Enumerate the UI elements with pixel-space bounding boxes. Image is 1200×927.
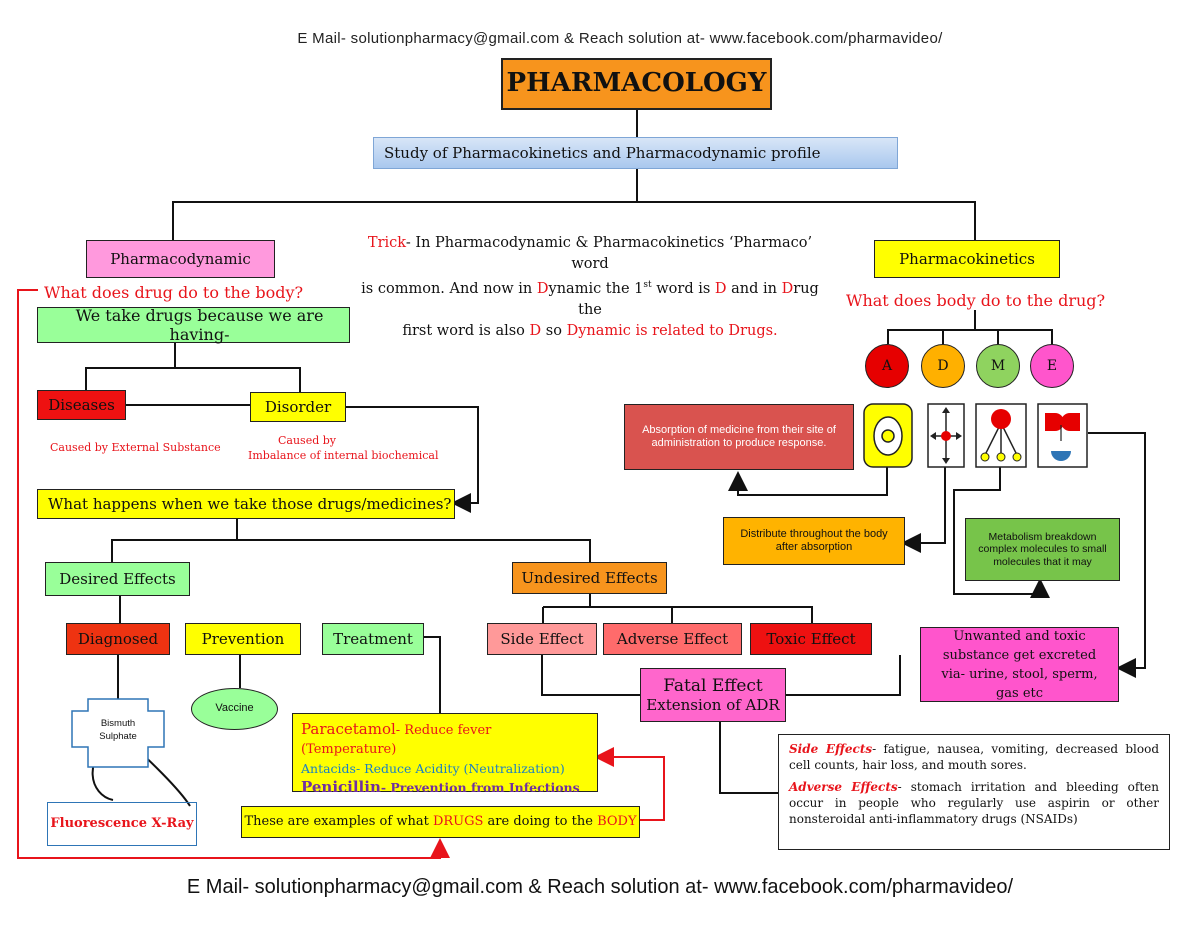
bismuth-cross-shape [71,698,165,768]
adme-circle-a: A [865,344,909,388]
study-banner: Study of Pharmacokinetics and Pharmacody… [373,137,898,169]
examples-note-box: These are examples of what DRUGS are doi… [241,806,640,838]
trick-text-5: and in [726,280,782,297]
header-email: E Mail- solutionpharmacy@gmail.com & Rea… [297,30,943,47]
adverse-effects-text: - stomach irritation and bleeding often … [789,780,1160,826]
trick-text-1: - In Pharmacodynamic & Pharmacokinetics … [405,235,813,272]
toxic-effect-box: Toxic Effect [750,623,872,655]
trick-d5: Dynamic is related to Drugs. [566,322,778,339]
penicillin-name: Penicillin [301,778,381,796]
distribute-box: Distribute throughout the body after abs… [723,517,905,565]
excretion-pieces-icon [1037,403,1088,468]
trick-d4: D [529,322,542,339]
effects-note-box: Side Effects- fatigue, nausea, vomiting,… [778,734,1170,850]
examples-drugs: DRUGS [432,814,484,830]
adme-circle-d: D [921,344,965,388]
absorption-cell-icon [863,403,913,468]
adme-circle-m: M [976,344,1020,388]
antacids-line: Antacids- Reduce Acidity (Neutralization… [301,761,565,776]
metabolism-box: Metabolism breakdown complex molecules t… [965,518,1120,581]
absorption-box: Absorption of medicine from their site o… [624,404,854,470]
fatal-line-2: Extension of ADR [646,696,780,715]
footer-email: E Mail- solutionpharmacy@gmail.com & Rea… [186,876,1014,898]
desired-effects-box: Desired Effects [45,562,190,596]
page-title: PHARMACOLOGY [501,58,772,110]
trick-note: Trick- In Pharmacodynamic & Pharmacokine… [355,233,825,342]
vaccine-oval: Vaccine [191,688,278,730]
trick-text-7: first word is also [402,322,530,339]
caused-by-label: Caused by [277,434,336,447]
penicillin-desc: - Prevention from Infections [380,780,580,795]
prevention-box: Prevention [185,623,301,655]
adverse-effect-box: Adverse Effect [603,623,742,655]
fatal-line-1: Fatal Effect [663,675,763,696]
trick-sup: st [643,280,652,290]
bismuth-label: Bismuth Sulphate [70,717,166,743]
what-happens-box: What happens when we take those drugs/me… [37,489,455,519]
diseases-box: Diseases [37,390,126,420]
examples-body: BODY [597,814,637,830]
trick-d2: D [714,280,727,297]
trick-d3: D [781,280,794,297]
drug-examples-box: Paracetamol- Reduce fever (Temperature) … [292,713,598,796]
trick-text-2: is common. And now in [361,280,537,297]
paracetamol-name: Paracetamol [301,720,396,738]
trick-d1: D [536,280,549,297]
bismuth-line-2: Sulphate [99,731,137,742]
treatment-box: Treatment [322,623,424,655]
caused-external-label: Caused by External Substance [50,441,221,454]
pd-question: What does drug do to the body? [44,283,304,302]
adverse-effects-label: Adverse Effects [789,780,898,794]
trick-label: Trick [367,235,406,251]
side-effects-label: Side Effects [789,742,873,756]
undesired-effects-box: Undesired Effects [512,562,667,594]
side-effect-box: Side Effect [487,623,597,655]
bismuth-line-1: Bismuth [100,718,136,729]
pk-question: What does body do to the drug? [846,291,1106,310]
take-drugs-box: We take drugs because we are having- [37,306,350,344]
diagnosed-box: Diagnosed [66,623,170,655]
fatal-effect-box: Fatal Effect Extension of ADR [640,668,786,722]
trick-text-4: word is [651,280,715,297]
disorder-box: Disorder [250,392,346,422]
examples-text-a: These are examples of what [244,814,433,830]
fluorescence-xray-box: Fluorescence X-Ray [47,802,197,846]
trick-text-3: ynamic the 1 [548,280,644,297]
trick-text-6: rug the [578,280,819,318]
adme-circle-e: E [1030,344,1074,388]
side-effects-text: - fatigue, nausea, vomiting, decreased b… [789,742,1159,772]
imbalance-label: Imbalance of internal biochemical [248,449,439,462]
pharmacodynamic-box: Pharmacodynamic [86,240,275,278]
pharmacokinetics-box: Pharmacokinetics [874,240,1060,278]
paracetamol-desc: - Reduce fever (Temperature) [301,723,492,757]
metabolism-molecule-icon [975,403,1027,468]
excretion-box: Unwanted and toxic substance get excrete… [920,627,1119,702]
distribution-arrows-icon [927,403,965,468]
examples-text-b: are doing to the [483,814,598,830]
trick-text-8: so [541,322,567,339]
